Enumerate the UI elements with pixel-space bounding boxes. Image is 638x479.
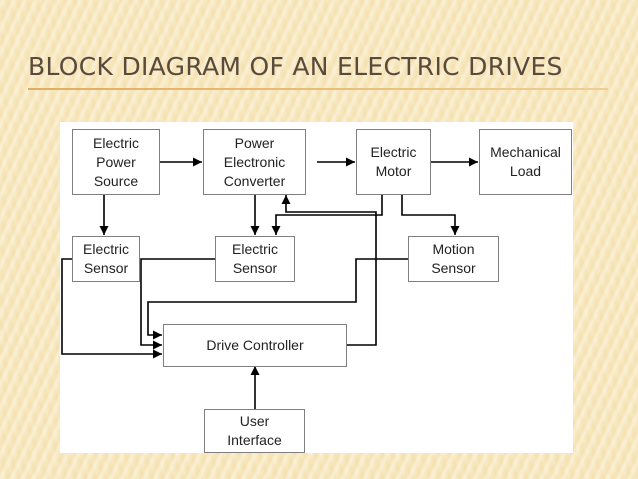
block-drive-controller: Drive Controller [163,324,347,367]
block-motion-sensor: Motion Sensor [408,236,499,282]
block-label-line: Source [93,172,139,189]
block-electric-sensor-source: Electric Sensor [72,236,140,282]
arrow-controller-to-converter [281,195,377,346]
arrow-motor-to-motion-sensor [401,195,460,235]
block-label-line: Sensor [83,260,129,276]
block-power-electronic-converter: Power Electronic Converter [203,129,306,195]
block-electric-motor: Electric Motor [356,129,431,195]
block-label-line: Drive Controller [206,337,304,353]
block-label-line: Power [96,153,136,170]
block-electric-power-source: Electric Power Source [72,129,160,195]
block-label-line: Electronic [223,153,286,170]
arrow-converter-sensor-to-controller [140,258,215,350]
block-label-line: Electric [370,144,417,160]
block-label-line: Electric [93,134,139,151]
block-electric-sensor-converter: Electric Sensor [215,236,295,282]
arrow-motor-to-converter-sensor [271,195,383,235]
block-mechanical-load: Mechanical Load [479,129,572,195]
slide-title: BLOCK DIAGRAM OF AN ELECTRIC DRIVES [28,52,563,81]
block-label-line: Motion [432,241,475,257]
arrow-source-sensor-to-controller [61,258,162,359]
block-label-line: Electric [83,241,129,257]
block-user-interface: User Interface [204,409,305,453]
block-label-line: Mechanical [490,144,561,160]
block-label-line: Sensor [431,260,476,276]
block-label-line: Converter [223,172,286,189]
block-label-line: Power [234,134,275,151]
block-label-line: Motor [375,163,412,179]
title-underline [28,88,608,90]
block-label-line: Electric [232,241,278,257]
block-label-line: Load [509,163,542,179]
arrow-motion-sensor-to-controller [147,258,408,340]
block-label-line: Sensor [232,260,278,276]
block-label-line: Interface [227,432,282,448]
block-label-line: User [239,413,270,429]
